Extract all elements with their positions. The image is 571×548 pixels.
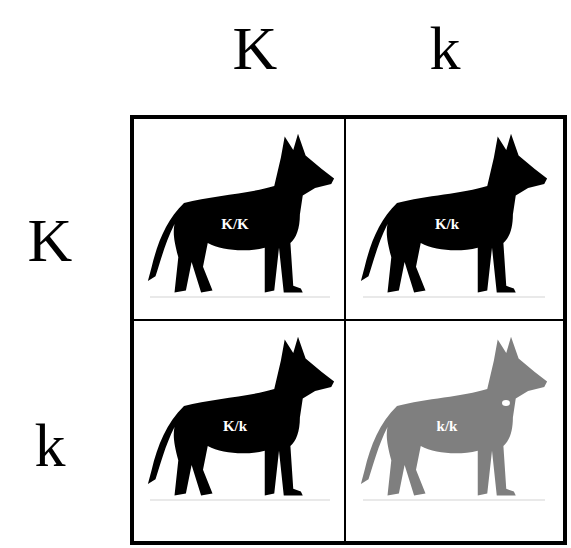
white-spot: [502, 400, 510, 406]
genotype-text: K/k: [223, 419, 247, 434]
dog-silhouette: [361, 134, 547, 293]
punnett-cell: K/k: [346, 119, 563, 319]
allele-label: K: [28, 209, 73, 271]
punnett-grid: [132, 117, 565, 543]
punnett-cell: k/k: [346, 321, 563, 541]
allele-label: k: [430, 17, 461, 79]
dog-silhouette: [148, 337, 334, 496]
dog-silhouette: [148, 134, 334, 293]
genotype-text: K/K: [221, 217, 249, 232]
allele-label: k: [35, 414, 66, 476]
genotype-text: K/k: [435, 217, 459, 232]
punnett-cell: K/K: [134, 119, 344, 319]
punnett-cell: K/k: [134, 321, 344, 541]
dog-silhouette: [361, 337, 547, 496]
genotype-text: k/k: [437, 419, 458, 434]
allele-label: K: [233, 17, 278, 79]
